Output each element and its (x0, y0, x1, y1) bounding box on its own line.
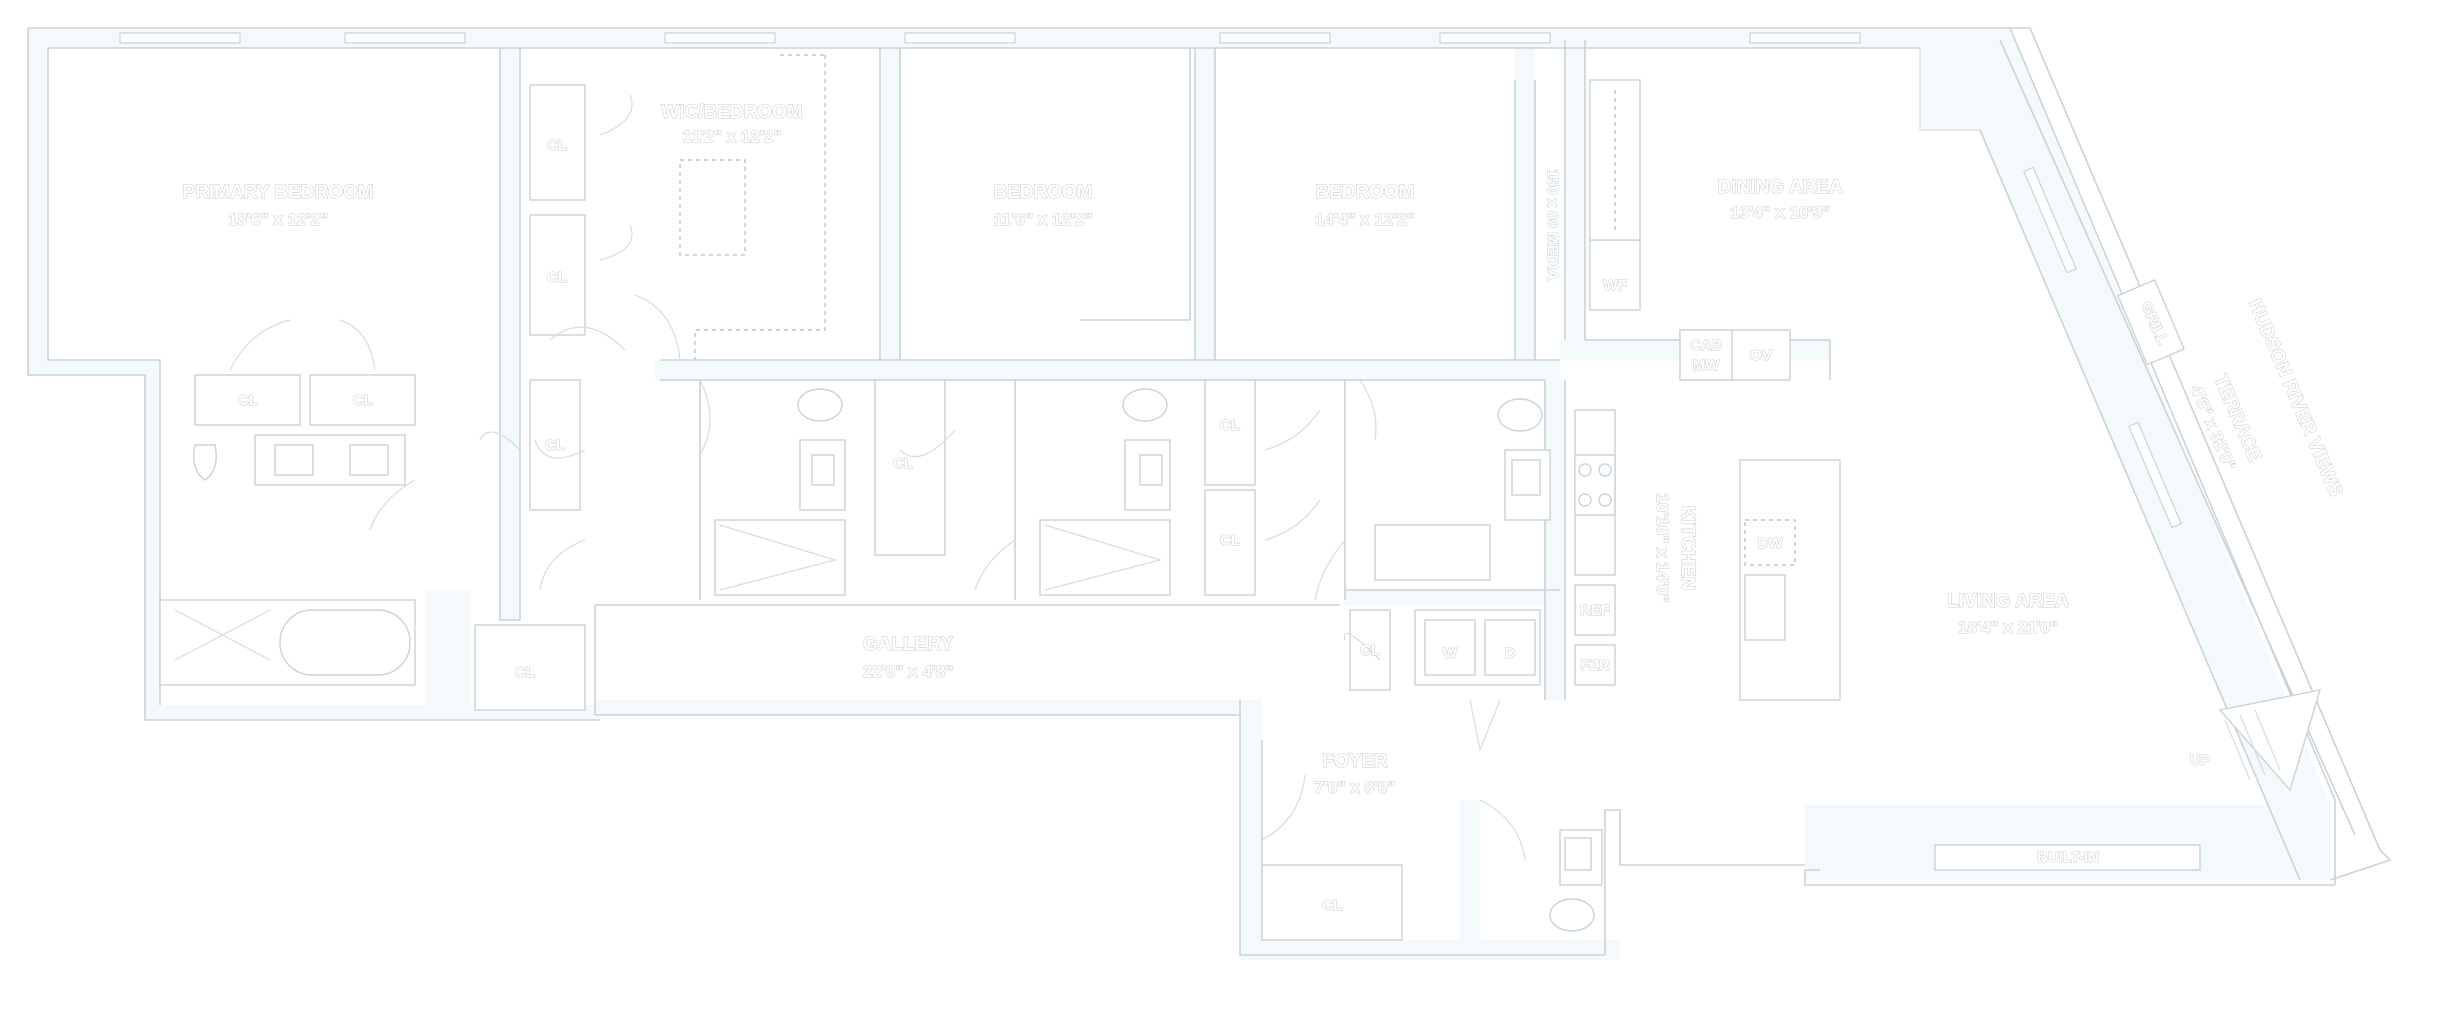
kitchen-name: KITCHEN (1677, 506, 1698, 590)
bedroom-2-dims: 11'6" x 12'2" (994, 210, 1093, 229)
fixture-labels: CL CL CL CL CL CL CL CL CL CL CL W D DW … (237, 136, 2211, 914)
doors (229, 94, 1526, 861)
closet-label: CL (545, 437, 565, 454)
up-label: UP (2190, 752, 2211, 769)
media-label: 150 x 80 MEDIA (1544, 170, 1561, 281)
foyer-name: FOYER (1322, 751, 1388, 772)
dining-area-dims: 13'4" x 10'9" (1730, 203, 1830, 222)
closet-label: CL (1360, 642, 1380, 659)
washer-label: W (1443, 645, 1458, 662)
closet-label: CL (238, 392, 258, 409)
cabinet-label: CAB (1690, 337, 1723, 354)
bedroom-3-name: BEDROOM (1315, 182, 1414, 203)
bedroom-2-name: BEDROOM (993, 182, 1092, 203)
gallery-dims: 22'0" x 4'8" (863, 662, 953, 681)
freezer-label: FZR (1580, 657, 1609, 674)
living-area-name: LIVING AREA (1947, 591, 2069, 612)
primary-bedroom-name: PRIMARY BEDROOM (182, 182, 373, 203)
windows (119, 32, 2182, 529)
built-in-label: BUILT-IN (2037, 849, 2099, 866)
closet-label: CL (893, 455, 913, 472)
closet-label: CL (547, 137, 567, 154)
oven-label: OV (1750, 347, 1772, 364)
dryer-label: D (1505, 645, 1516, 662)
dining-area-name: DINING AREA (1718, 177, 1843, 198)
bedroom-3-dims: 14'4" x 12'2" (1315, 210, 1415, 229)
wic-bedroom-name: WIC/BEDROOM (661, 102, 802, 123)
closet-label: CL (515, 664, 535, 681)
kitchen-fixtures (1414, 79, 1841, 701)
wic-shelving (679, 54, 826, 360)
wine-fridge-label: WF (1603, 277, 1626, 294)
kitchen-dims: 10'10" x 14'0" (1653, 493, 1672, 602)
closet-label: CL (1220, 417, 1240, 434)
dishwasher-label: DW (1758, 535, 1784, 552)
primary-bedroom-dims: 18'6" x 12'2" (228, 210, 328, 229)
closet-label: CL (353, 392, 373, 409)
foyer-dims: 7'0" x 8'0" (1315, 778, 1396, 797)
refrigerator-label: REF (1580, 602, 1610, 619)
closet-label: CL (547, 269, 567, 286)
gallery-name: GALLERY (863, 634, 953, 655)
closet-label: CL (1322, 897, 1342, 914)
bathrooms (159, 388, 1603, 932)
living-area-dims: 18'4" x 21'0" (1958, 618, 2058, 637)
terrace-views-label: HUDSON RIVER VIEWS (2244, 296, 2346, 500)
wic-bedroom-dims: 11'2" x 12'2" (683, 127, 782, 146)
closets (194, 84, 1403, 941)
closet-label: CL (1220, 532, 1240, 549)
wall-mass (28, 28, 2330, 960)
microwave-label: MW (1693, 357, 1720, 374)
terrace-fixtures (1934, 279, 2322, 871)
wall-outlines (27, 27, 2392, 956)
